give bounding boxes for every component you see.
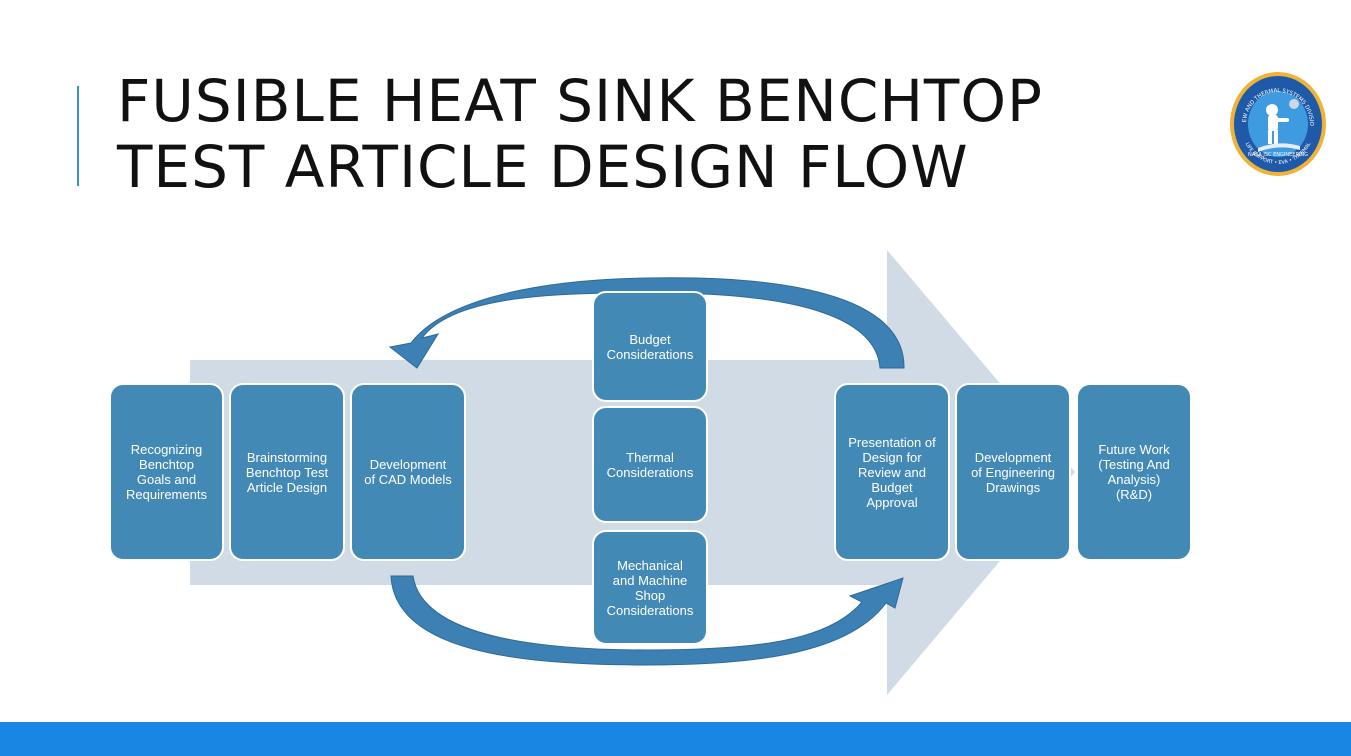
top-loop-arrow xyxy=(388,277,905,369)
consideration-budget-label: Budget Considerations xyxy=(606,331,694,362)
step-future-work-label: Future Work (Testing And Analysis) (R&D) xyxy=(1098,442,1170,502)
slide-title-line-1: FUSIBLE HEAT SINK BENCHTOP xyxy=(117,67,1043,135)
slide-title: FUSIBLE HEAT SINK BENCHTOP TEST ARTICLE … xyxy=(117,68,1043,200)
bottom-loop-arrow xyxy=(390,575,904,666)
consideration-thermal: Thermal Considerations xyxy=(592,406,708,523)
step-cad-models-label: Development of CAD Models xyxy=(364,457,452,487)
step-engineering-drawings: Development of Engineering Drawings xyxy=(955,383,1071,561)
step-engineering-drawings-label: Development of Engineering Drawings xyxy=(971,449,1055,495)
step-future-work: Future Work (Testing And Analysis) (R&D) xyxy=(1076,383,1192,561)
step-recognizing-goals-label: Recognizing Benchtop Goals and Requireme… xyxy=(126,442,207,502)
step-brainstorming-design-label: Brainstorming Benchtop Test Article Desi… xyxy=(245,449,329,495)
step-recognizing-goals: Recognizing Benchtop Goals and Requireme… xyxy=(109,383,224,561)
slide-title-line-2: TEST ARTICLE DESIGN FLOW xyxy=(117,133,969,201)
consideration-mechanical: Mechanical and Machine Shop Consideratio… xyxy=(592,530,708,645)
step-design-presentation-label: Presentation of Design for Review and Bu… xyxy=(848,434,936,510)
footer-bar xyxy=(0,722,1351,756)
consideration-mechanical-label: Mechanical and Machine Shop Consideratio… xyxy=(606,557,694,618)
consideration-thermal-label: Thermal Considerations xyxy=(606,449,694,480)
title-accent-line xyxy=(77,86,79,186)
step-design-presentation: Presentation of Design for Review and Bu… xyxy=(834,383,950,561)
consideration-budget: Budget Considerations xyxy=(592,291,708,402)
step-cad-models: Development of CAD Models xyxy=(350,383,466,561)
astronaut-emblem-icon xyxy=(1258,99,1300,152)
step-brainstorming-design: Brainstorming Benchtop Test Article Desi… xyxy=(229,383,345,561)
logo-text-mid: NASA JSC ENGINEERING xyxy=(1248,152,1308,158)
